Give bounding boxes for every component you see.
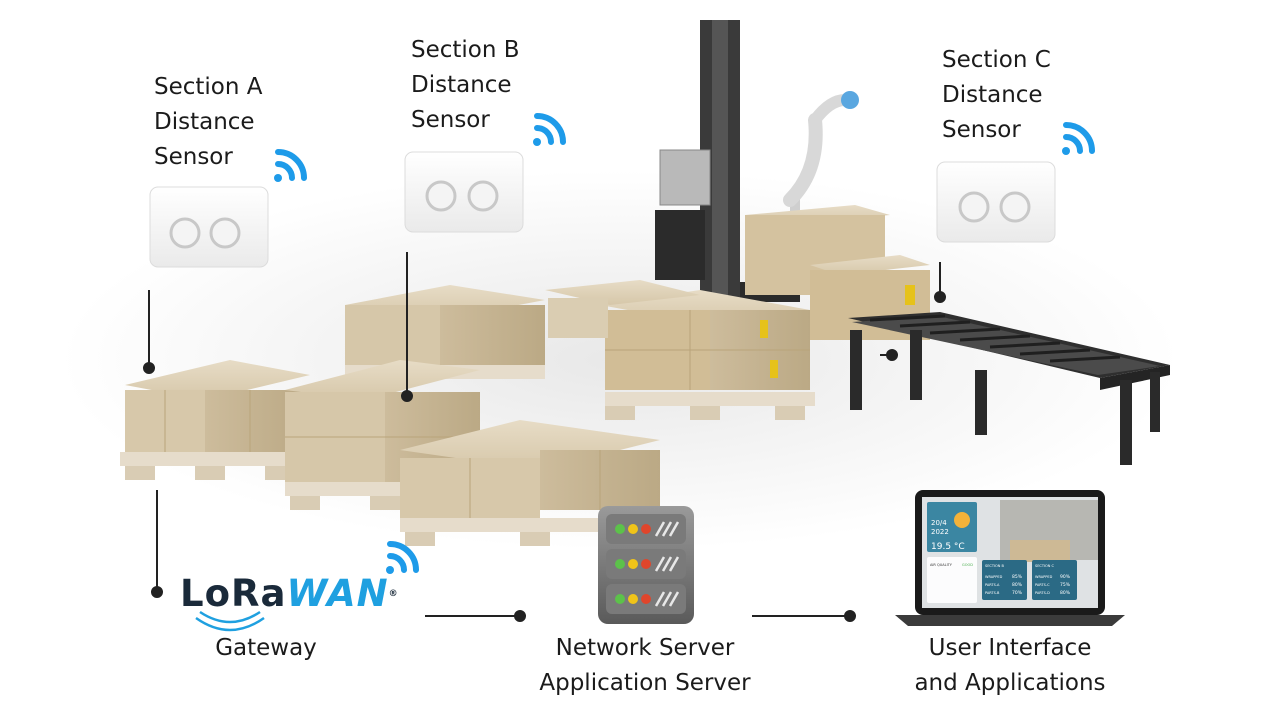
lorawan-logo-wan: WAN (286, 572, 389, 615)
screen-parts-d: PARTS-D (1035, 591, 1050, 595)
screen-parts-a: PARTS-A (985, 583, 1000, 587)
connector-lines (143, 252, 946, 622)
section-a-label: Section A Distance Sensor (154, 70, 263, 175)
section-c-label: Section C Distance Sensor (942, 43, 1051, 148)
pallet-stack-right (600, 205, 930, 420)
screen-wrapped-b: WRAPPED (985, 575, 1003, 579)
wifi-icon (533, 113, 566, 146)
section-a-title: Section A (154, 74, 263, 100)
screen-section-b: SECTION B (985, 564, 1005, 568)
lorawan-registered-mark: ® (388, 589, 399, 599)
section-a-line2: Distance (154, 109, 255, 135)
screen-air-quality: AIR QUALITY (930, 563, 953, 567)
lorawan-logo: LoRaWAN® (180, 572, 399, 616)
section-c-title: Section C (942, 47, 1051, 73)
lorawan-logo-lora: LoRa (180, 572, 287, 615)
laptop-screen: 20/4 2022 19.5 °C AIR QUALITY GOOD SECTI… (930, 519, 1071, 596)
screen-b-val: 70% (1012, 590, 1023, 596)
screen-date: 20/4 (931, 519, 947, 527)
laptop-icon (895, 490, 1125, 626)
lorawan-signal-icon (195, 610, 265, 632)
pallet-stack-front (400, 420, 665, 546)
pallet-stack-b-back (345, 280, 700, 379)
ui-line2: and Applications (914, 670, 1106, 696)
section-b-label: Section B Distance Sensor (411, 33, 520, 138)
sensor-device-b (404, 151, 524, 233)
server-icon (598, 506, 694, 624)
server-label: Network Server Application Server (520, 631, 770, 701)
section-b-title: Section B (411, 37, 520, 63)
sensor-device-a (149, 186, 269, 268)
ui-label: User Interface and Applications (885, 631, 1135, 701)
section-c-line2: Distance (942, 82, 1043, 108)
screen-c-val: 75% (1060, 582, 1071, 588)
section-a-line3: Sensor (154, 144, 233, 170)
ui-line1: User Interface (928, 635, 1092, 661)
screen-b-val: 85% (1012, 574, 1023, 580)
gateway-label: Gateway (196, 631, 336, 666)
server-line2: Application Server (539, 670, 751, 696)
screen-c-val: 90% (1060, 574, 1071, 580)
screen-wrapped-c: WRAPPED (1035, 575, 1053, 579)
screen-b-val: 80% (1012, 582, 1023, 588)
screen-section-c: SECTION C (1035, 564, 1055, 568)
screen-c-val: 80% (1060, 590, 1071, 596)
wifi-icon (274, 149, 307, 182)
section-b-line2: Distance (411, 72, 512, 98)
conveyor-icon (848, 312, 1170, 465)
screen-parts-b: PARTS-B (985, 591, 1000, 595)
screen-parts-c: PARTS-C (1035, 583, 1050, 587)
section-b-line3: Sensor (411, 107, 490, 133)
gateway-text: Gateway (215, 635, 317, 661)
screen-good: GOOD (962, 563, 973, 567)
wifi-icon (1062, 122, 1095, 155)
screen-year: 2022 (931, 528, 949, 536)
wifi-icon (386, 541, 419, 574)
server-line1: Network Server (555, 635, 735, 661)
screen-temp: 19.5 °C (931, 542, 965, 552)
section-c-line3: Sensor (942, 117, 1021, 143)
sensor-device-c (936, 161, 1056, 243)
